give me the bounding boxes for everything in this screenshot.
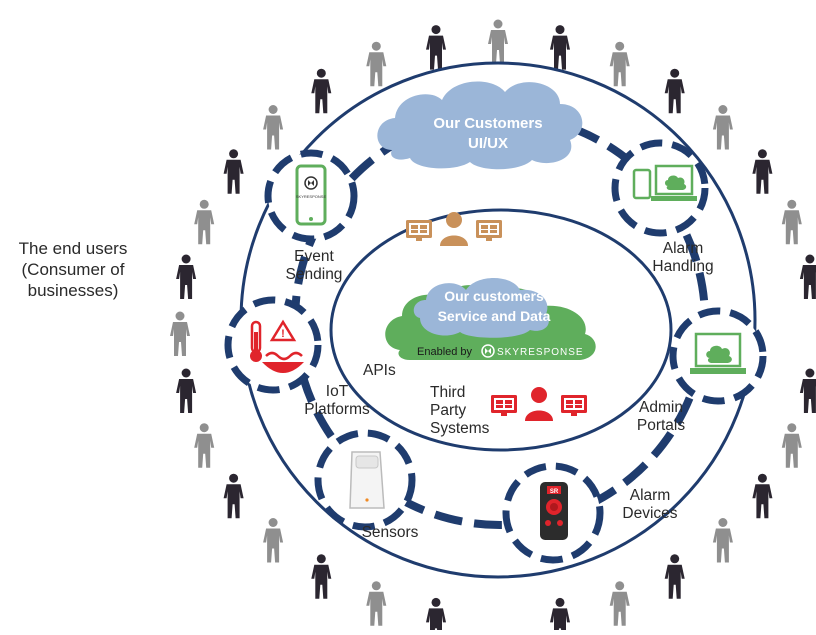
person-icon (712, 105, 733, 150)
person-icon (263, 105, 284, 150)
operator-workstation-icon (406, 212, 502, 246)
node-event-sending: SKYRESPONSE (264, 149, 358, 243)
person-icon (176, 254, 197, 299)
phone-icon: SKYRESPONSE (295, 164, 327, 226)
person-icon (194, 199, 215, 245)
person-icon (609, 41, 630, 87)
person-icon (488, 19, 508, 64)
laptop-cloud-icon (690, 332, 746, 374)
admin-portals-label: Admin Portals (627, 399, 695, 435)
end-users-label: The end users (Consumer of businesses) (8, 238, 138, 301)
enabled-by-badge: Enabled by SKYRESPONSE (417, 344, 584, 358)
node-alarm-devices: SR (502, 462, 604, 564)
third-party-workstation-icon (491, 387, 587, 421)
customers-service-line1: Our customers (444, 288, 544, 304)
thermometer-icon (250, 320, 262, 362)
person-icon (426, 25, 446, 70)
apis-label: APIs (363, 362, 396, 380)
iot-platforms-line1: IoT (325, 383, 349, 400)
water-leak-icon: ! (262, 319, 304, 373)
alarm-devices-line1: Alarm (629, 487, 671, 504)
event-sending-line1: Event (294, 248, 334, 265)
person-icon (550, 597, 570, 635)
person-icon (550, 25, 570, 70)
node-alarm-handling (611, 139, 709, 237)
person-icon (609, 581, 630, 626)
person-icon (311, 68, 332, 114)
skyresponse-logo-icon (481, 344, 495, 358)
person-icon (223, 149, 244, 194)
enabled-by-prefix: Enabled by (417, 346, 473, 358)
person-icon (664, 68, 685, 114)
customers-service-line2: Service and Data (438, 308, 551, 324)
person-icon (799, 368, 816, 413)
admin-portals-line2: Portals (636, 417, 686, 434)
alarm-button-device-icon: SR (540, 482, 568, 540)
person-icon (752, 473, 773, 519)
person-icon (752, 149, 773, 194)
node-admin-portals (669, 307, 767, 405)
customers-ui-cloud: Our Customers UI/UX (377, 81, 583, 170)
motion-sensor-icon (349, 451, 385, 509)
person-icon (366, 581, 387, 626)
customers-ui-line1: Our Customers (433, 115, 542, 132)
phone-brand-text: SKYRESPONSE (296, 194, 327, 199)
person-icon (781, 199, 802, 245)
person-icon (311, 554, 332, 599)
alarm-handling-label: Alarm Handling (645, 240, 721, 276)
customers-ui-line2: UI/UX (468, 135, 508, 152)
end-users-line3: businesses) (27, 281, 119, 300)
person-icon (223, 473, 244, 519)
alarm-handling-line1: Alarm (662, 240, 704, 257)
third-party-label: Third Party Systems (430, 384, 489, 438)
alarm-devices-line2: Devices (622, 505, 678, 522)
third-party-line1: Third (430, 384, 466, 401)
person-icon (781, 423, 802, 468)
person-icon (176, 368, 197, 413)
iot-platforms-line2: Platforms (304, 401, 370, 418)
person-icon (366, 41, 387, 87)
event-sending-line2: Sending (285, 266, 343, 283)
third-party-line3: Systems (430, 420, 490, 437)
person-icon (664, 554, 685, 599)
person-icon (263, 518, 284, 563)
iot-platforms-label: IoT Platforms (295, 383, 379, 419)
svg-text:!: ! (281, 328, 285, 340)
end-users-line1: The end users (18, 239, 128, 258)
node-sensors (314, 429, 416, 531)
laptop-cloud-icon (632, 164, 697, 201)
alarm-handling-line2: Handling (652, 258, 714, 275)
enabled-by-brand: SKYRESPONSE (497, 347, 584, 358)
apis-text: APIs (363, 362, 396, 379)
end-users-line2: (Consumer of (21, 260, 125, 279)
device-badge-text: SR (550, 489, 559, 495)
person-icon (170, 311, 190, 356)
node-iot-platforms: ! (224, 296, 322, 394)
service-data-cloud: Our customers Service and Data (385, 278, 596, 360)
admin-portals-line1: Admin (639, 399, 683, 416)
person-icon (426, 597, 446, 635)
sensors-label: Sensors (355, 524, 425, 542)
person-icon (194, 423, 215, 468)
person-icon (712, 518, 733, 563)
alarm-devices-label: Alarm Devices (617, 487, 683, 523)
event-sending-label: Event Sending (281, 248, 347, 284)
sensors-line1: Sensors (361, 524, 419, 541)
person-icon (799, 254, 816, 299)
third-party-line2: Party (430, 402, 467, 419)
